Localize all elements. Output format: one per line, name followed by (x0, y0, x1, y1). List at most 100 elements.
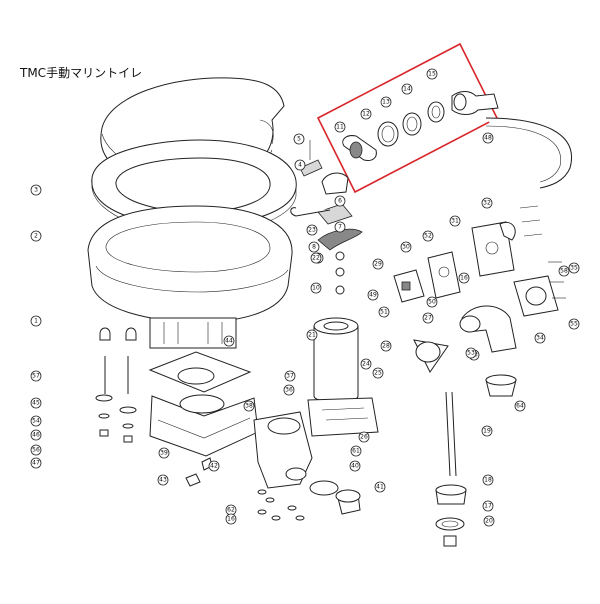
part-callout: 29 (372, 258, 384, 270)
cup-part (485, 374, 517, 397)
callout-circle (294, 159, 306, 171)
part-callout: 17 (482, 500, 494, 512)
callout-circle (514, 400, 526, 412)
part-callout: 45 (30, 397, 42, 409)
part-callout: 18 (482, 474, 494, 486)
part-callout: 4 (294, 159, 306, 171)
part-callout: 38 (243, 400, 255, 412)
toilet-bowl (87, 205, 293, 349)
part-callout: 47 (30, 457, 42, 469)
callout-circle (558, 265, 570, 277)
part-number: 61 (352, 448, 360, 455)
part-callout: 54 (30, 415, 42, 427)
part-number: 19 (483, 428, 491, 435)
part-callout: 32 (481, 197, 493, 209)
part-number: 58 (560, 268, 568, 275)
callout-circle (372, 258, 384, 270)
callout-circle (449, 215, 461, 227)
part-callout: 62 (225, 504, 237, 516)
part-callout: 31 (449, 215, 461, 227)
part-callout: 61 (350, 445, 362, 457)
part-number: 31 (451, 218, 459, 225)
callout-circle (568, 318, 580, 330)
part-callout: 1 (30, 315, 42, 327)
callout-circle (374, 481, 386, 493)
callout-circle (422, 230, 434, 242)
callout-circle (310, 282, 322, 294)
callout-circle (481, 425, 493, 437)
inlet-fittings (342, 91, 499, 161)
callout-circle (30, 315, 42, 327)
part-callout: 12 (360, 108, 372, 120)
part-number: 39 (160, 450, 168, 457)
part-number: 10 (312, 285, 320, 292)
mounting-bolts (95, 327, 137, 443)
callout-circle (30, 184, 42, 196)
part-number: 51 (380, 309, 388, 316)
part-callout: 40 (349, 460, 361, 472)
callout-circle (308, 241, 320, 253)
part-callout: 56 (30, 444, 42, 456)
part-callout: 6 (334, 195, 346, 207)
callout-circle (360, 108, 372, 120)
part-callout: 48 (482, 132, 494, 144)
callout-circle (284, 370, 296, 382)
part-number: 37 (286, 373, 294, 380)
part-number: 36 (285, 387, 293, 394)
part-callout: 5 (293, 133, 305, 145)
part-number: 3 (34, 187, 38, 194)
part-callout: 39 (158, 447, 170, 459)
part-callout: 26 (358, 431, 370, 443)
part-number: 64 (516, 403, 524, 410)
callout-circle (350, 445, 362, 457)
part-number: 46 (32, 432, 40, 439)
part-callout: 41 (374, 481, 386, 493)
hinge-parts (290, 140, 353, 225)
part-number: 43 (159, 477, 167, 484)
part-callout: 58 (558, 265, 570, 277)
callout-circle (380, 96, 392, 108)
part-callouts: 1234567891011121314151617181920212223242… (30, 68, 580, 527)
part-number: 12 (362, 111, 370, 118)
part-callout: 44 (223, 335, 235, 347)
callout-circle (465, 347, 477, 359)
part-number: 4 (298, 162, 302, 169)
callout-circle (306, 224, 318, 236)
callout-circle (534, 332, 546, 344)
part-number: 56 (32, 447, 40, 454)
part-callout: 20 (483, 515, 495, 527)
part-number: 62 (227, 507, 235, 514)
valve-plates (393, 221, 516, 303)
callout-circle (367, 289, 379, 301)
part-callout: 30 (400, 241, 412, 253)
callout-circle (157, 474, 169, 486)
part-callout: 64 (514, 400, 526, 412)
part-callout: 28 (380, 340, 392, 352)
part-callout: 34 (534, 332, 546, 344)
part-callout: 24 (360, 358, 372, 370)
part-number: 53 (467, 350, 475, 357)
callout-circle (349, 460, 361, 472)
part-number: 26 (360, 434, 368, 441)
part-number: 11 (336, 124, 344, 131)
part-callout: 27 (422, 312, 434, 324)
callout-circle (30, 230, 42, 242)
part-callout: 25 (372, 367, 384, 379)
part-callout: 57 (30, 370, 42, 382)
part-callout: 16 (225, 513, 237, 525)
callout-circle (372, 367, 384, 379)
part-callout: 16 (458, 272, 470, 284)
part-callout: 50 (426, 296, 438, 308)
part-number: 20 (485, 518, 493, 525)
callout-circle (158, 447, 170, 459)
callout-circle (30, 370, 42, 382)
part-callout: 15 (426, 68, 438, 80)
part-number: 45 (32, 400, 40, 407)
part-callout: 53 (465, 347, 477, 359)
part-number: 41 (376, 484, 384, 491)
part-number: 55 (570, 321, 578, 328)
small-screws (185, 457, 305, 521)
toilet-seat (91, 139, 297, 235)
callout-circle (293, 133, 305, 145)
